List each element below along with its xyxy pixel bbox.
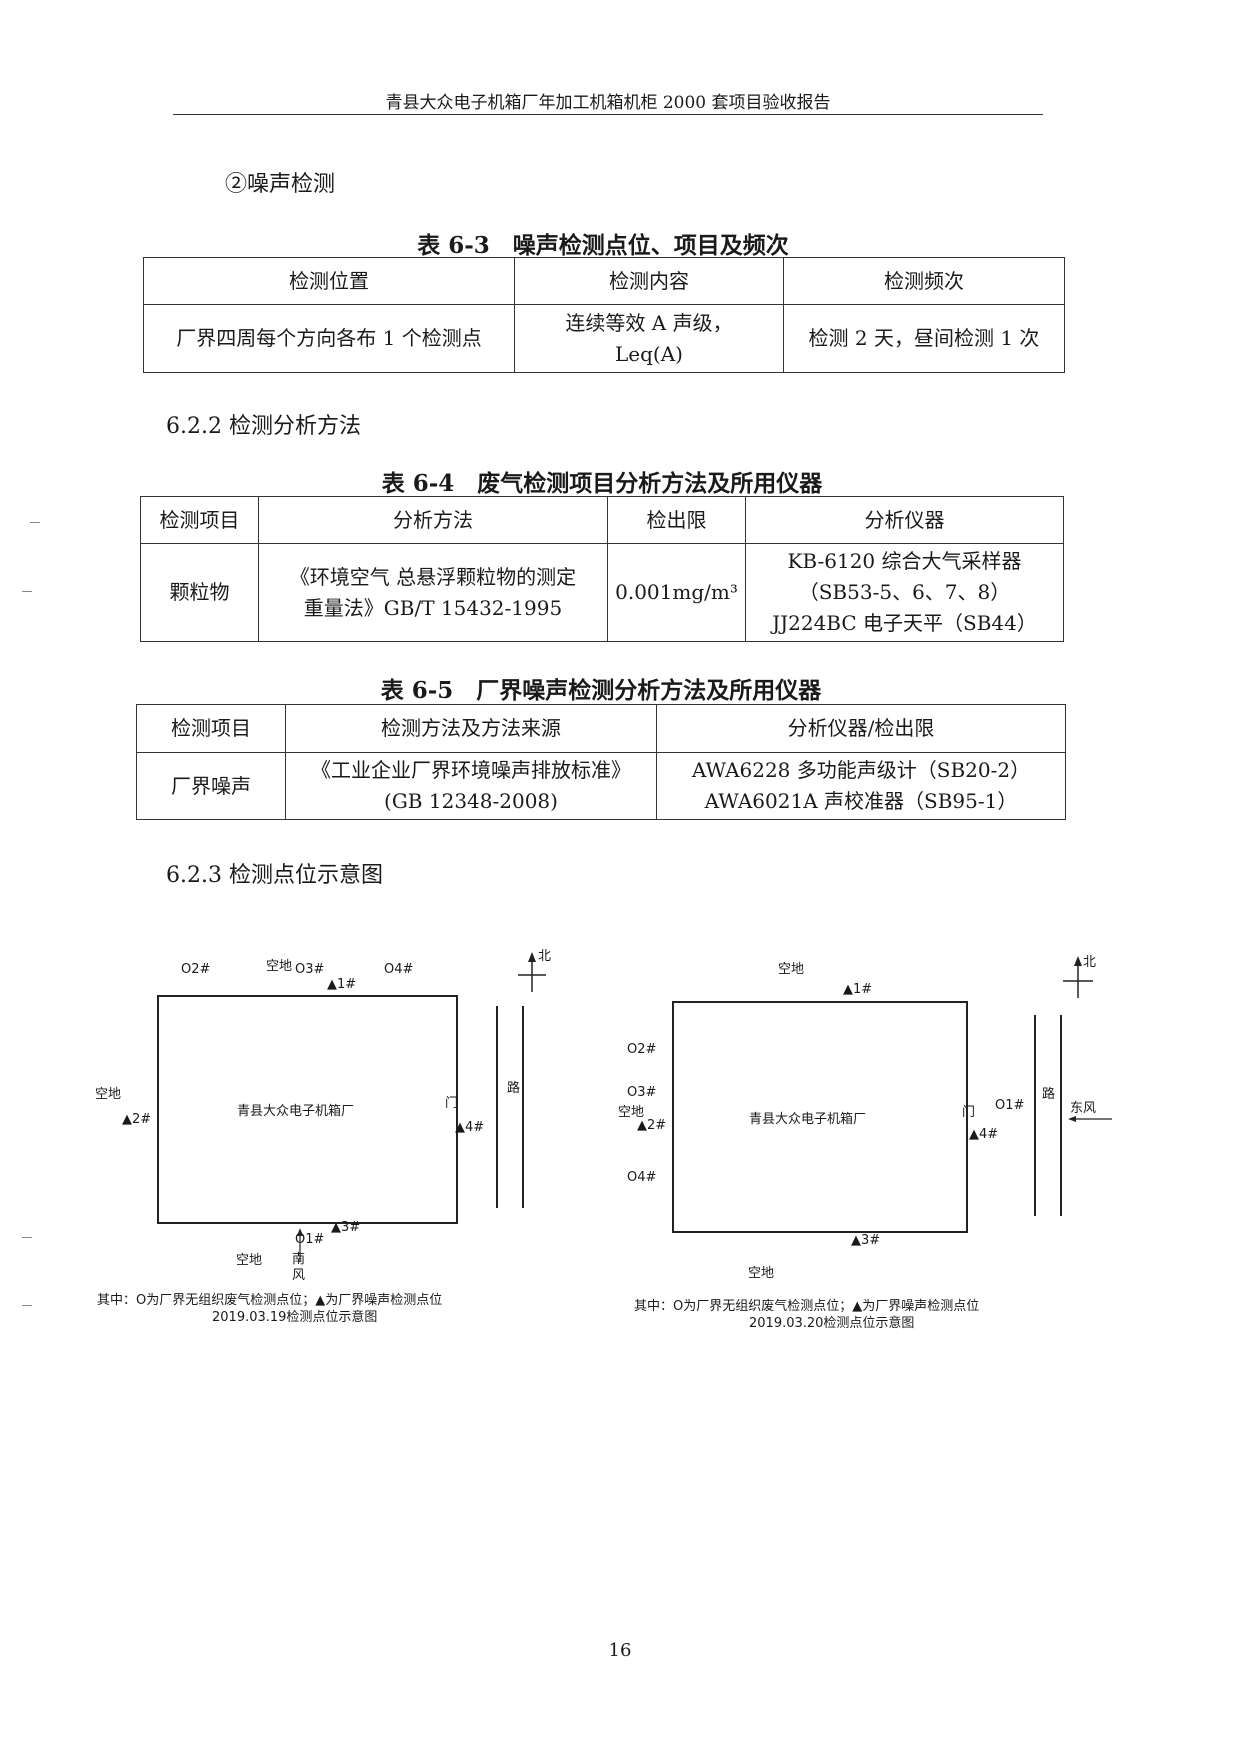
diagram2-road-label: 路 <box>1042 1087 1056 1102</box>
table-header-cell: 检测方法及方法来源 <box>285 704 657 753</box>
section-6-2-3-heading: 6.2.3 检测点位示意图 <box>166 863 383 888</box>
diagram1-open-ground-top: 空地 <box>266 959 293 974</box>
diagram2-air-point-4: O4# <box>627 1170 657 1185</box>
diagram2-open-ground-left: 空地 <box>618 1105 645 1120</box>
diagram1-air-point-2: O2# <box>181 962 211 977</box>
table-header-cell: 分析方法 <box>258 496 608 544</box>
table-header-cell: 检测频次 <box>783 257 1065 305</box>
diagram1-north-arrowhead <box>528 952 536 962</box>
cell-line: KB-6120 综合大气采样器 <box>787 549 1022 573</box>
table-cell: KB-6120 综合大气采样器 （SB53-5、6、7、8） JJ224BC 电… <box>745 543 1064 642</box>
cell-line: 《工业企业厂界环境噪声排放标准》 <box>311 758 631 782</box>
diagram1-open-ground-left: 空地 <box>95 1087 122 1102</box>
diagram1-road-label: 路 <box>507 1081 521 1096</box>
diagram2-noise-point-2: ▲2# <box>637 1118 667 1133</box>
diagram2-air-point-3: O3# <box>627 1085 657 1100</box>
diagram1-legend: 其中：O为厂界无组织废气检测点位；▲为厂界噪声检测点位 <box>97 1293 443 1308</box>
diagram2-noise-point-1: ▲1# <box>843 982 873 997</box>
table-6-3: 检测位置 检测内容 检测频次 厂界四周每个方向各布 1 个检测点 连续等效 A … <box>143 257 1065 373</box>
diagram2-open-ground-top: 空地 <box>778 962 805 977</box>
header-divider <box>173 114 1043 115</box>
scan-mark <box>30 522 40 523</box>
diagram1-wind-label-1: 南 <box>292 1252 306 1267</box>
cell-line: JJ224BC 电子天平（SB44） <box>772 611 1037 635</box>
diagram1-noise-point-3: ▲3# <box>331 1220 361 1235</box>
cell-line: Leq(A) <box>615 341 683 366</box>
diagram1-factory-outline <box>157 995 458 1224</box>
table-cell: 《工业企业厂界环境噪声排放标准》 (GB 12348-2008) <box>285 752 657 820</box>
scan-mark <box>22 1237 32 1238</box>
diagram2-noise-point-4: ▲4# <box>969 1127 999 1142</box>
table-cell: 0.001mg/m³ <box>607 543 746 642</box>
table-header-cell: 检测项目 <box>140 496 259 544</box>
diagram1-north-label: 北 <box>538 949 552 964</box>
diagram1-wind-label-2: 风 <box>292 1268 306 1283</box>
diagram2-air-point-1: O1# <box>995 1098 1025 1113</box>
diagram1-air-point-1: O1# <box>295 1232 325 1247</box>
diagram2-gate-label: 门 <box>962 1105 976 1120</box>
diagram2-noise-point-3: ▲3# <box>851 1233 881 1248</box>
table-header-cell: 检出限 <box>607 496 746 544</box>
table-cell: 厂界四周每个方向各布 1 个检测点 <box>143 304 515 373</box>
cell-line: 连续等效 A 声级， <box>565 310 733 335</box>
diagram2-north-label: 北 <box>1083 955 1097 970</box>
diagram2-wind-arrowhead <box>1068 1116 1076 1122</box>
scan-mark <box>22 1305 32 1306</box>
table-cell: AWA6228 多功能声级计（SB20-2） AWA6021A 声校准器（SB9… <box>656 752 1066 820</box>
section-6-2-2-heading: 6.2.2 检测分析方法 <box>166 414 361 439</box>
table-cell: 厂界噪声 <box>136 752 286 820</box>
diagram1-noise-point-2: ▲2# <box>122 1112 152 1127</box>
table-6-3-caption: 表 6-3 噪声检测点位、项目及频次 <box>417 232 789 259</box>
table-cell: 《环境空气 总悬浮颗粒物的测定 重量法》GB/T 15432-1995 <box>258 543 608 642</box>
diagram1-noise-point-4: ▲4# <box>455 1120 485 1135</box>
scan-mark <box>22 591 32 592</box>
diagram2-north-arrowhead <box>1074 956 1082 966</box>
table-6-5-caption: 表 6-5 厂界噪声检测分析方法及所用仪器 <box>380 677 822 704</box>
table-6-4: 检测项目 分析方法 检出限 分析仪器 颗粒物 《环境空气 总悬浮颗粒物的测定 重… <box>140 496 1064 642</box>
table-header-cell: 检测位置 <box>143 257 515 305</box>
cell-line: AWA6021A 声校准器（SB95-1） <box>704 789 1018 813</box>
diagram2-date-caption: 2019.03.20检测点位示意图 <box>749 1316 915 1331</box>
diagram1-noise-point-1: ▲1# <box>327 977 357 992</box>
table-header-cell: 检测内容 <box>514 257 784 305</box>
diagram1-date-caption: 2019.03.19检测点位示意图 <box>212 1310 378 1325</box>
diagram2-factory-outline <box>672 1001 968 1233</box>
table-cell: 检测 2 天，昼间检测 1 次 <box>783 304 1065 373</box>
diagram2-air-point-2: O2# <box>627 1042 657 1057</box>
diagram1-air-point-4: O4# <box>384 962 414 977</box>
cell-line: （SB53-5、6、7、8） <box>798 580 1011 604</box>
table-6-4-caption: 表 6-4 废气检测项目分析方法及所用仪器 <box>381 470 823 497</box>
diagram1-open-ground-bottom: 空地 <box>236 1253 263 1268</box>
table-6-5: 检测项目 检测方法及方法来源 分析仪器/检出限 厂界噪声 《工业企业厂界环境噪声… <box>136 704 1066 820</box>
diagram1-factory-label: 青县大众电子机箱厂 <box>237 1104 355 1119</box>
diagram2-factory-label: 青县大众电子机箱厂 <box>749 1112 867 1127</box>
diagram1-air-point-3: O3# <box>295 962 325 977</box>
diagram2-wind-label: 东风 <box>1070 1101 1097 1116</box>
cell-line: AWA6228 多功能声级计（SB20-2） <box>691 758 1031 782</box>
table-cell: 颗粒物 <box>140 543 259 642</box>
section-noise-heading: ②噪声检测 <box>225 172 336 197</box>
diagram1-wind-arrowhead <box>297 1228 303 1236</box>
cell-line: 《环境空气 总悬浮颗粒物的测定 <box>289 564 577 589</box>
cell-line: 重量法》GB/T 15432-1995 <box>303 595 563 620</box>
page-header-title: 青县大众电子机箱厂年加工机箱机柜 2000 套项目验收报告 <box>385 93 831 113</box>
diagram1-gate-label: 门 <box>445 1096 459 1111</box>
diagram2-legend: 其中：O为厂界无组织废气检测点位；▲为厂界噪声检测点位 <box>634 1299 980 1314</box>
page-number: 16 <box>608 1640 632 1661</box>
cell-line: (GB 12348-2008) <box>384 789 558 813</box>
diagram2-open-ground-bottom: 空地 <box>748 1266 775 1281</box>
